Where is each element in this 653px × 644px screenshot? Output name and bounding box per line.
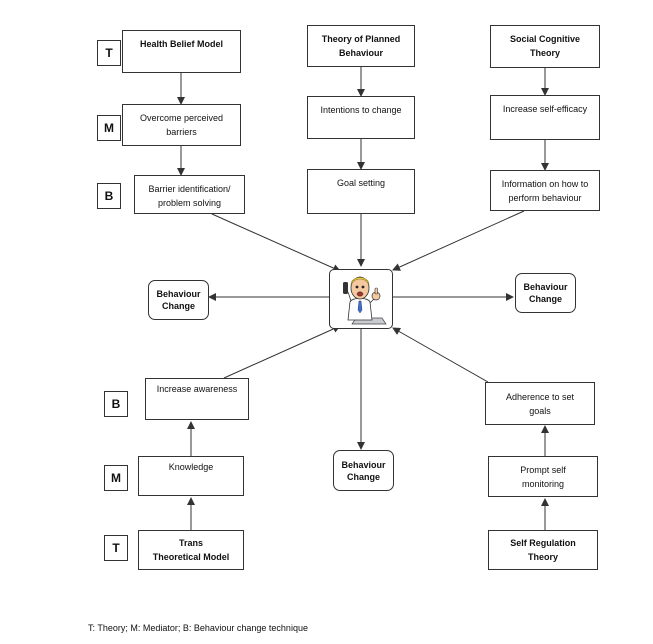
box-barrier-identification: Barrier identification/ problem solving [134, 175, 245, 214]
box-goal-setting: Goal setting [307, 169, 415, 214]
box-label-line: Increase self-efficacy [502, 104, 588, 114]
outcome-label-line: Behaviour [523, 282, 568, 292]
box-label-line: Goal setting [336, 178, 386, 188]
outcome-label-line: Behaviour [156, 289, 201, 299]
arrow-adherence-to-center [392, 327, 489, 383]
arrow-information-to-center [392, 210, 525, 271]
box-label-line: Theory of Planned [321, 34, 401, 44]
box-label-line: barriers [166, 127, 197, 137]
box-label-line: problem solving [157, 198, 222, 208]
box-label-line: Increase awareness [156, 384, 238, 394]
box-label-line: Behaviour [338, 48, 383, 58]
box-health-belief-model: Health Belief Model [122, 30, 241, 73]
box-label-line: Prompt self [520, 464, 566, 475]
outcome-label-line: Change [161, 301, 195, 311]
box-increase-self-efficacy: Increase self-efficacy [490, 95, 600, 140]
tag-mediator-top: M [97, 115, 121, 141]
outcome-label-line: Change [346, 471, 380, 482]
box-overcome-perceived-barriers: Overcome perceived barriers [122, 104, 241, 146]
box-label-line: Social Cognitive [509, 34, 580, 44]
box-label-line: Trans [178, 538, 203, 548]
box-label-line: Self Regulation [510, 538, 576, 548]
box-information-on-how-to-perform: Information on how to perform behaviour [490, 170, 600, 211]
box-self-regulation-theory: Self Regulation Theory [488, 530, 598, 570]
box-label-line: Theory [527, 552, 558, 562]
box-trans-theoretical-model: Trans Theoretical Model [138, 530, 244, 570]
legend-footnote: T: Theory; M: Mediator; B: Behaviour cha… [88, 623, 308, 633]
box-label-line: Theory [529, 48, 560, 58]
box-label-line: perform behaviour [508, 193, 582, 203]
box-label-line: Health Belief Model [139, 39, 223, 49]
outcome-behaviour-change-left: Behaviour Change [148, 280, 209, 320]
tag-technique-top: B [97, 183, 121, 209]
box-label-line: Overcome perceived [139, 113, 224, 123]
box-knowledge: Knowledge [138, 456, 244, 496]
box-prompt-self-monitoring: Prompt self monitoring [488, 456, 598, 497]
box-social-cognitive-theory: Social Cognitive Theory [490, 25, 600, 68]
outcome-label-line: Behaviour [341, 459, 386, 470]
tag-theory-bottom: T [104, 535, 128, 561]
box-label-line: Knowledge [168, 462, 214, 472]
box-label-line: monitoring [521, 478, 565, 489]
tag-mediator-bottom: M [104, 465, 128, 491]
box-label-line: Intentions to change [320, 105, 402, 115]
box-label-line: goals [529, 405, 551, 416]
box-label-line: Theoretical Model [152, 552, 230, 562]
cartoon-person-on-phone-icon [329, 269, 393, 329]
outcome-label-line: Change [528, 294, 562, 304]
box-label-line: Barrier identification/ [148, 184, 231, 194]
box-intentions-to-change: Intentions to change [307, 96, 415, 139]
box-label-line: Adherence to set [505, 391, 575, 402]
outcome-behaviour-change-bottom: Behaviour Change [333, 450, 394, 491]
box-increase-awareness: Increase awareness [145, 378, 249, 420]
arrow-awareness-to-center [223, 325, 341, 379]
box-adherence-to-set-goals: Adherence to set goals [485, 382, 595, 425]
arrow-barrier-to-center [211, 213, 341, 272]
tag-technique-bottom: B [104, 391, 128, 417]
box-label-line: Information on how to [501, 179, 589, 189]
box-theory-of-planned-behaviour: Theory of Planned Behaviour [307, 25, 415, 67]
outcome-behaviour-change-right: Behaviour Change [515, 273, 576, 313]
tag-theory-top: T [97, 40, 121, 66]
